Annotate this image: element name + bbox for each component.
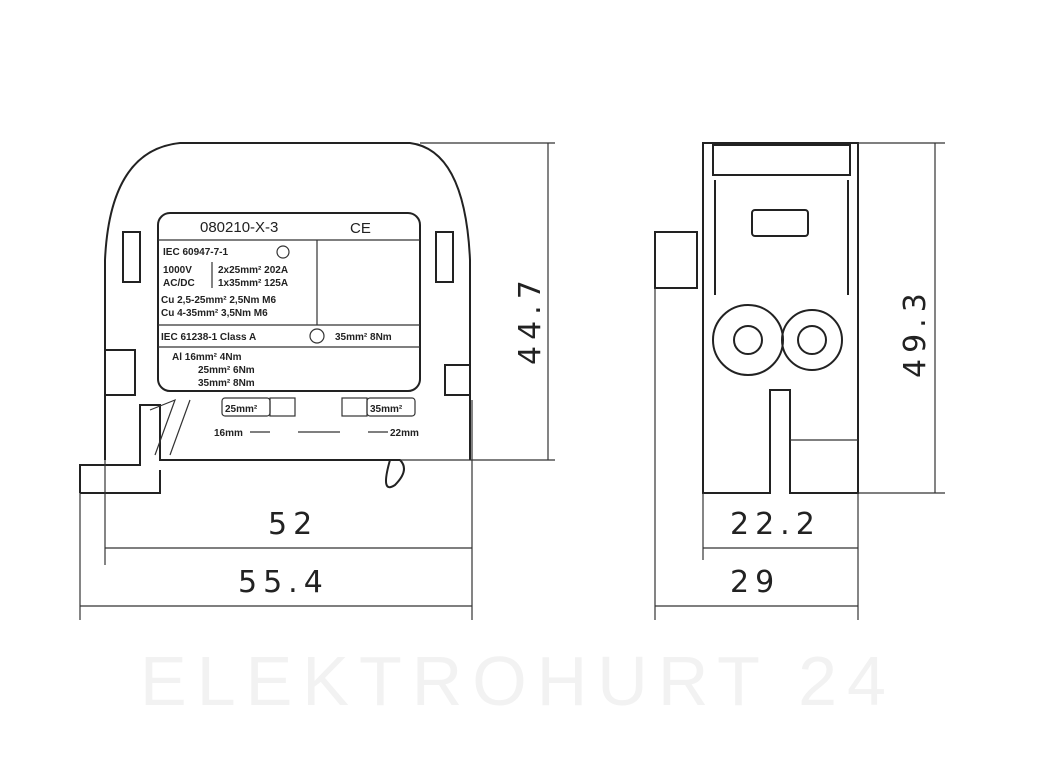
watermark: ELEKTROHURT 24 <box>140 642 896 720</box>
front-body-outline <box>104 142 471 460</box>
front-inner-width-label: 52 <box>268 507 318 542</box>
front-total-width-label: 55.4 <box>238 565 329 600</box>
side-tab <box>654 231 698 289</box>
al-2: 25mm² 6Nm <box>198 365 255 376</box>
spring-lines <box>149 398 191 456</box>
front-dimensions: 44.7 52 55.4 <box>79 142 555 620</box>
side-view <box>654 142 859 494</box>
side-inner-width-label: 22.2 <box>730 507 821 542</box>
rating-1: 2x25mm² 202A <box>218 265 288 276</box>
side-dimensions: 49.3 22.2 29 <box>654 142 945 620</box>
right-slot <box>435 231 454 283</box>
right-foot <box>444 364 471 396</box>
strip-right: 22mm <box>390 428 419 439</box>
standard-1: IEC 60947-7-1 <box>163 247 228 258</box>
al-1: Al 16mm² 4Nm <box>172 352 242 363</box>
side-body-outline <box>702 142 859 494</box>
current-type: AC/DC <box>163 278 195 289</box>
front-view: 080210-X-3 CE IEC 60947-7-1 1000V AC/DC … <box>79 142 471 494</box>
al-3: 35mm² 8Nm <box>198 378 255 389</box>
side-height-label: 49.3 <box>898 287 933 378</box>
label-plate <box>157 212 421 392</box>
side-total-width-label: 29 <box>730 565 780 600</box>
port-right: 35mm² <box>370 404 403 415</box>
clip-foot <box>80 470 161 494</box>
left-foot <box>105 349 136 396</box>
cu-1: Cu 2,5-25mm² 2,5Nm M6 <box>161 295 276 306</box>
ce-mark: CE <box>350 220 371 237</box>
front-height-label: 44.7 <box>513 274 548 365</box>
strip-left: 16mm <box>214 428 243 439</box>
release-button <box>751 209 809 237</box>
voltage: 1000V <box>163 265 192 276</box>
clamp-right <box>781 309 843 371</box>
cu-2: Cu 4-35mm² 3,5Nm M6 <box>161 308 268 319</box>
din-rail-clip <box>79 404 405 493</box>
standard-2: IEC 61238-1 Class A <box>161 332 256 343</box>
port-left: 25mm² <box>225 404 258 415</box>
part-number: 080210-X-3 <box>200 219 278 236</box>
top-screws <box>712 144 851 176</box>
rating-2: 1x35mm² 125A <box>218 278 288 289</box>
standard-2-rating: 35mm² 8Nm <box>335 332 392 343</box>
clamp-left <box>712 304 784 376</box>
left-slot <box>122 231 141 283</box>
